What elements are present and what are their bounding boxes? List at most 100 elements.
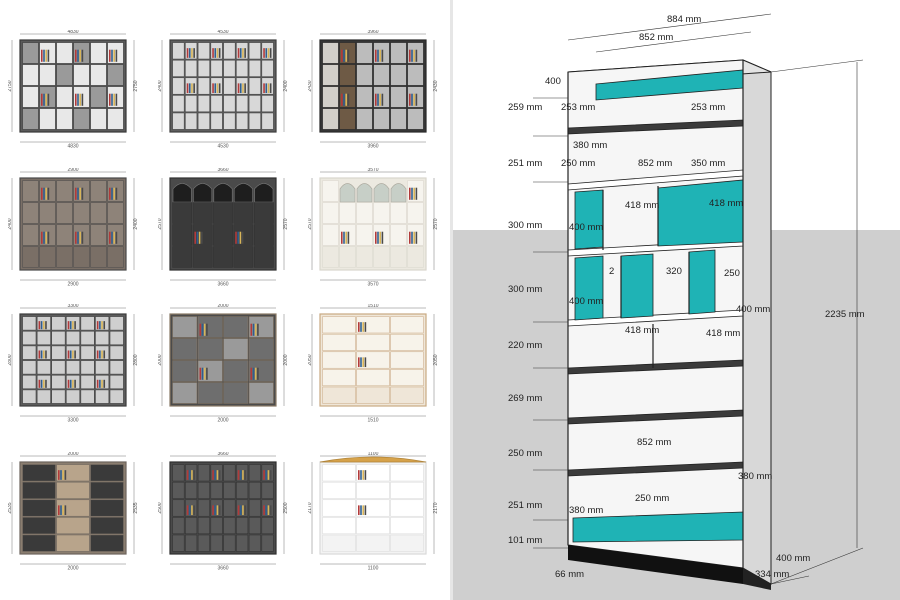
cabinet-compartment <box>223 534 236 552</box>
book <box>263 470 265 480</box>
cabinet-compartment <box>390 64 407 86</box>
cabinet-compartment <box>322 517 356 535</box>
dim-bottom: 1100 <box>368 566 379 571</box>
dim-top: 3660 <box>217 168 228 173</box>
overall-width-label: 884 mm <box>667 14 701 25</box>
book <box>237 83 240 94</box>
book <box>186 505 189 516</box>
cabinet-compartment <box>22 180 39 202</box>
book <box>252 323 255 336</box>
book <box>379 93 381 106</box>
book <box>242 48 244 58</box>
book <box>360 322 362 332</box>
cabinet-compartment <box>22 86 39 108</box>
dim-right: 2570 <box>283 218 288 229</box>
cabinet-compartment <box>261 481 274 499</box>
cabinet-compartment <box>322 464 356 482</box>
dim-top: 3660 <box>217 452 228 457</box>
cabinet-compartment <box>109 331 124 345</box>
book <box>115 93 118 106</box>
cabinet-compartment <box>22 389 37 404</box>
dim-left: 2800 <box>8 354 13 365</box>
cabinet-compartment <box>109 389 124 404</box>
book <box>74 321 76 330</box>
book <box>79 187 81 200</box>
cabinet-compartment <box>233 202 254 224</box>
cabinet-compartment <box>192 246 213 268</box>
niche2-bottom-b-label: 418 mm <box>706 328 740 339</box>
book <box>381 93 384 106</box>
book <box>237 231 239 244</box>
cabinet-compartment <box>339 64 356 86</box>
cabinet-compartment <box>390 108 407 130</box>
cabinet-compartment <box>22 224 39 246</box>
cabinet-compartment <box>236 59 249 77</box>
book <box>113 93 115 106</box>
book <box>77 49 79 62</box>
cabinet-compartment <box>172 202 193 224</box>
book <box>45 350 47 359</box>
book <box>265 470 268 480</box>
cabinet-compartment <box>197 42 210 60</box>
book <box>115 231 118 244</box>
cabinet-compartment <box>56 481 90 499</box>
cabinet-compartment <box>261 95 274 113</box>
arched-compartment <box>233 183 253 203</box>
cabinet-compartment <box>248 481 261 499</box>
cabinet-compartment <box>223 316 249 338</box>
cabinet-compartment <box>22 345 37 360</box>
book <box>113 49 115 62</box>
cabinet-compartment <box>322 369 356 387</box>
cabinet-compartment <box>356 42 373 64</box>
cabinet-compartment <box>172 246 193 268</box>
cabinet-compartment <box>210 517 223 535</box>
dim-bottom: 1510 <box>367 418 378 423</box>
cabinet-compartment <box>22 202 39 224</box>
shelf2-left-label: 380 mm <box>573 140 607 151</box>
niche1-depth-label: 400 mm <box>569 222 603 233</box>
cabinet-compartment <box>356 86 373 108</box>
book <box>214 48 217 58</box>
cabinet-compartment <box>390 333 424 351</box>
cabinet-compartment <box>22 517 56 535</box>
cabinet-compartment <box>322 64 339 86</box>
book <box>377 93 379 106</box>
niche-panel <box>688 249 716 315</box>
cabinet-compartment <box>36 389 51 404</box>
cabinet-compartment <box>248 77 261 95</box>
book <box>239 231 242 244</box>
cabinet-compartment <box>80 375 95 389</box>
height-label-3: 300 mm <box>508 220 542 231</box>
cabinet-compartment <box>390 202 407 224</box>
cabinet-compartment <box>185 534 198 552</box>
height-label-7: 250 mm <box>508 448 542 459</box>
cabinet-compartment <box>90 517 124 535</box>
book <box>62 505 64 516</box>
cabinet-compartment <box>322 86 339 108</box>
book <box>81 231 84 244</box>
cabinet-compartment <box>80 316 95 331</box>
cabinet-compartment <box>390 481 424 499</box>
book <box>45 379 47 388</box>
dim-left: 2570 <box>308 218 313 229</box>
book <box>347 49 350 62</box>
book <box>193 470 195 480</box>
arched-compartment <box>339 183 356 203</box>
book <box>250 367 253 380</box>
cabinet-compartment <box>51 331 66 345</box>
niche-panel <box>574 189 604 250</box>
book <box>188 470 191 480</box>
cabinet-compartment <box>322 499 356 517</box>
dim-right: 2500 <box>283 502 288 513</box>
book <box>242 505 244 516</box>
book <box>60 470 62 480</box>
book <box>341 93 343 106</box>
cabinet-compartment <box>261 59 274 77</box>
book <box>379 49 381 62</box>
bookcase-3d-model: 884 mm 852 mm 400 259 mm 251 mm 300 mm 3… <box>453 0 900 600</box>
book <box>239 83 242 94</box>
book <box>244 470 246 480</box>
dimension-lines <box>11 307 135 417</box>
